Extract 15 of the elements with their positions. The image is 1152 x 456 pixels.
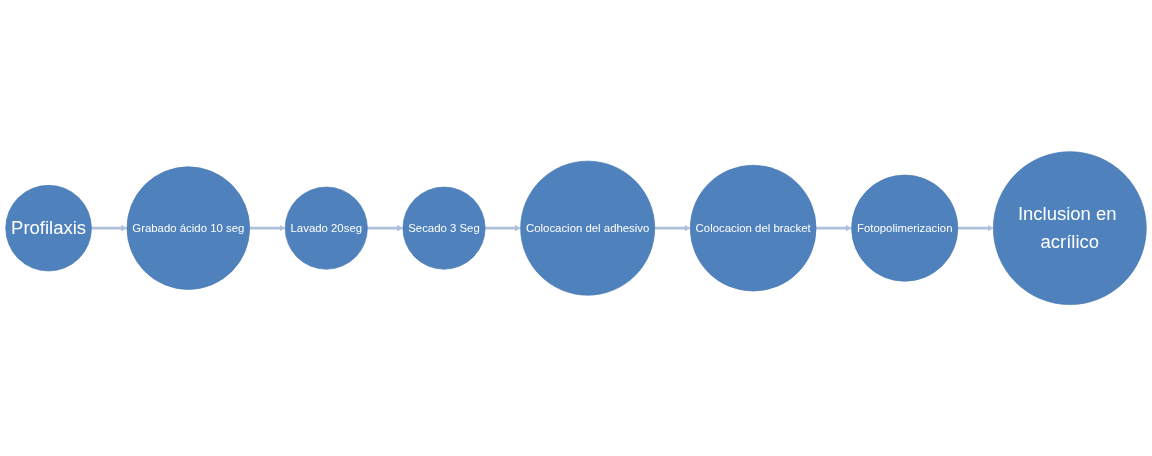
node-circle: Profilaxis — [5, 184, 92, 272]
arrow — [485, 224, 521, 232]
node-circle: Secado 3 Seg — [402, 186, 486, 270]
node-circle: Colocacion del bracket — [689, 164, 817, 292]
node-circle: Fotopolimerizacion — [851, 174, 959, 282]
node-circle: Inclusion en acrílico — [993, 151, 1147, 305]
node-circle: Colocacion del adhesivo — [520, 160, 656, 296]
node-circle: Lavado 20seg — [284, 186, 368, 270]
arrow — [816, 224, 852, 232]
node-circle: Grabado ácido 10 seg — [126, 166, 250, 290]
arrow — [367, 224, 404, 232]
arrow — [957, 224, 994, 232]
arrow — [249, 224, 286, 232]
arrow — [91, 224, 128, 232]
arrow — [654, 224, 691, 232]
